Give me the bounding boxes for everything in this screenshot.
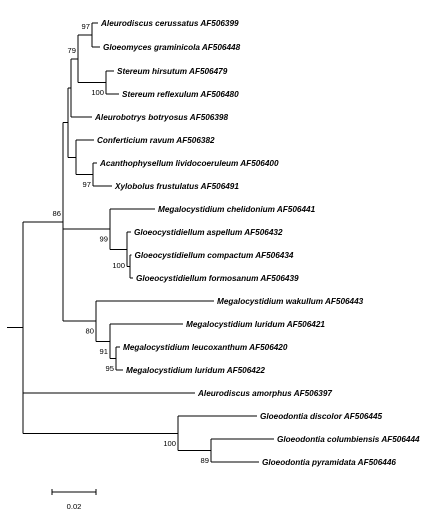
bootstrap-value: 99 [100, 235, 108, 244]
bootstrap-value: 80 [86, 327, 94, 336]
taxon-label: Conferticium ravum AF506382 [97, 136, 215, 145]
tree-branches [7, 22, 274, 463]
taxon-label: Aleurodiscus amorphus AF506397 [197, 389, 332, 398]
taxon-label: Acanthophysellum lividocoeruleum AF50640… [99, 159, 279, 168]
bootstrap-value: 79 [68, 46, 76, 55]
bootstrap-value: 95 [106, 364, 114, 373]
taxon-label: Gloeodontia pyramidata AF506446 [262, 458, 396, 467]
taxon-label: Stereum hirsutum AF506479 [117, 67, 228, 76]
bootstrap-labels: 86 79 97 100 97 99 100 80 91 95 100 89 [53, 22, 209, 465]
bootstrap-value: 97 [83, 180, 91, 189]
bootstrap-value: 100 [91, 88, 104, 97]
taxon-label: Megalocystidium luridum AF506422 [126, 366, 265, 375]
taxon-label: Gloeodontia discolor AF506445 [260, 412, 383, 421]
taxon-label: Stereum reflexulum AF506480 [122, 90, 239, 99]
taxon-labels: Aleurodiscus cerussatus AF506399Gloeomyc… [94, 19, 420, 467]
taxon-label: Gloeocystidiellum formosanum AF506439 [136, 274, 299, 283]
bootstrap-value: 89 [201, 456, 209, 465]
taxon-label: Xylobolus frustulatus AF506491 [114, 182, 239, 191]
taxon-label: Gloeomyces graminicola AF506448 [103, 43, 241, 52]
taxon-label: Aleurodiscus cerussatus AF506399 [100, 19, 239, 28]
bootstrap-value: 97 [82, 22, 90, 31]
bootstrap-value: 91 [100, 347, 108, 356]
taxon-label: Megalocystidium wakullum AF506443 [217, 297, 364, 306]
taxon-label: Megalocystidium chelidonium AF506441 [158, 205, 316, 214]
bootstrap-value: 100 [163, 439, 176, 448]
bootstrap-value: 100 [112, 261, 125, 270]
taxon-label: Aleurobotrys botryosus AF506398 [94, 113, 228, 122]
scale-bar-label: 0.02 [67, 502, 82, 511]
taxon-label: Gloeocystidiellum compactum AF506434 [135, 251, 294, 260]
taxon-label: Megalocystidium luridum AF506421 [186, 320, 325, 329]
taxon-label: Gloeocystidiellum aspellum AF506432 [134, 228, 283, 237]
scale-bar: 0.02 [51, 489, 97, 511]
taxon-label: Megalocystidium leucoxanthum AF506420 [123, 343, 288, 352]
taxon-label: Gloeodontia columbiensis AF506444 [277, 435, 420, 444]
bootstrap-value: 86 [53, 209, 61, 218]
